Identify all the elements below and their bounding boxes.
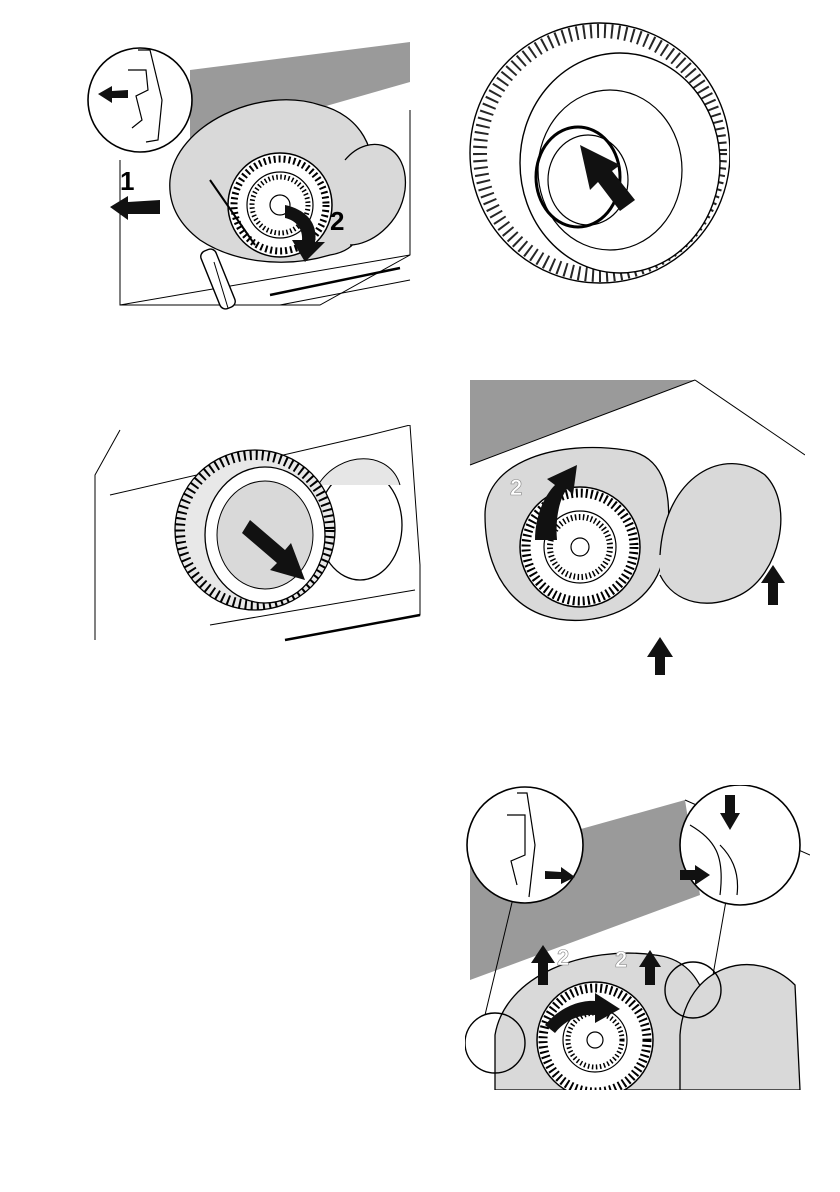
step-label-2: 2 bbox=[510, 475, 522, 500]
figure-impeller-push bbox=[460, 15, 730, 290]
step-label-2b: 2 bbox=[615, 947, 627, 972]
step-label-2: 2 bbox=[330, 206, 344, 236]
figure-remove-fan-housing: 1 2 bbox=[80, 30, 420, 330]
illustration-5: 2 2 bbox=[465, 785, 810, 1090]
step-label-2a: 2 bbox=[557, 945, 569, 970]
figure-fasten-housing: 2 2 bbox=[465, 785, 810, 1090]
step-label-1: 1 bbox=[120, 166, 134, 196]
figure-impeller-removal bbox=[90, 425, 425, 650]
illustration-3 bbox=[90, 425, 425, 650]
figure-install-fan-housing: 2 bbox=[465, 375, 805, 675]
illustration-2 bbox=[460, 15, 730, 290]
illustration-1: 1 2 bbox=[80, 30, 420, 330]
illustration-4: 2 bbox=[465, 375, 805, 675]
